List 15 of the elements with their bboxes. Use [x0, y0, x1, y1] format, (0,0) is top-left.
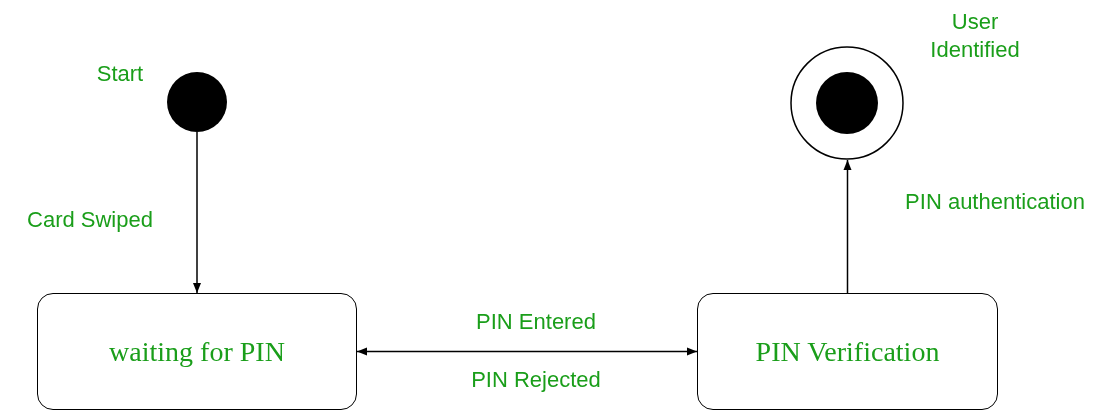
transition-arrow	[843, 159, 852, 294]
state-label: Start	[95, 60, 145, 88]
initial-state-circle	[167, 72, 227, 132]
edge-label: Card Swiped	[26, 206, 154, 234]
state-box	[37, 293, 357, 410]
state-name: PIN Verification	[755, 335, 940, 368]
transition-arrow	[193, 131, 201, 294]
transition-arrow	[356, 347, 698, 356]
state-box	[697, 293, 998, 410]
final-state-circle	[790, 46, 904, 160]
edge-label: PIN Entered	[475, 308, 597, 336]
transition-label: PIN Rejected	[470, 366, 602, 394]
state-label: User Identified	[929, 8, 1021, 63]
edge-label: PIN authentication	[905, 188, 1085, 216]
state-name: waiting for PIN	[109, 335, 285, 368]
